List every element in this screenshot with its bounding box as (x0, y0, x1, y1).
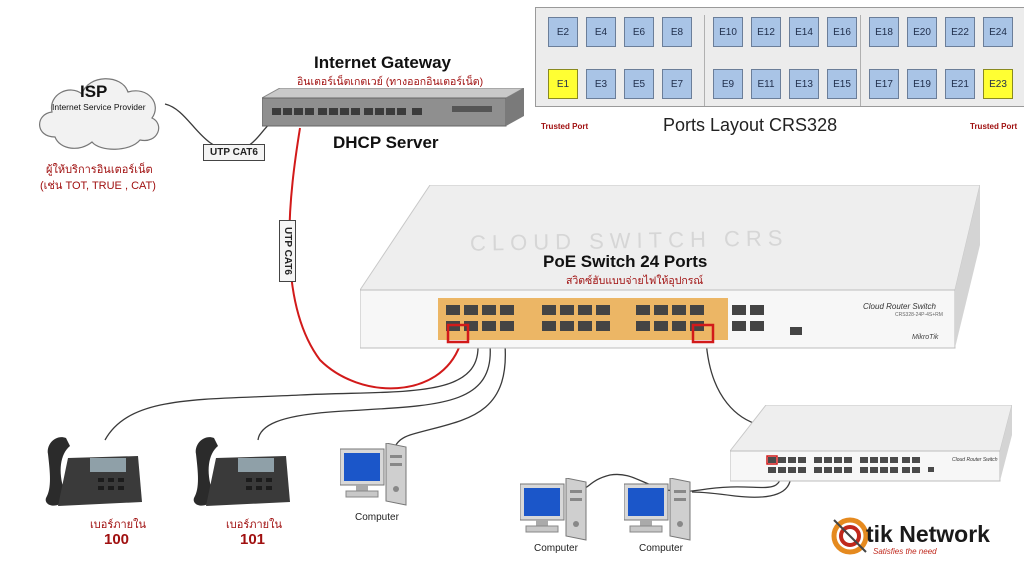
port-e17: E17 (869, 69, 899, 99)
poe-switch-icon (360, 185, 980, 349)
port-e12: E12 (751, 17, 781, 47)
logo-text: tik Network (866, 521, 990, 547)
switch-model-code: CRS328-24P-4S+RM (895, 312, 943, 318)
computer-2-icon (520, 478, 587, 541)
port-e7: E7 (662, 69, 692, 99)
port-e4: E4 (586, 17, 616, 47)
gateway-to-switch-cable (288, 127, 461, 390)
phone-100-number: 100 (104, 531, 130, 548)
computer-2-label: Computer (534, 543, 578, 554)
gateway-router-icon (262, 88, 524, 127)
trusted-port-label-left: Trusted Port (541, 122, 589, 131)
phone-100-cable (104, 344, 479, 441)
phone-101-number: 101 (240, 531, 266, 548)
port-group-3: E18 E20 E22 E24 E17 E19 E21 E23 (860, 15, 1019, 106)
port-e24: E24 (983, 17, 1013, 47)
computer-3-label: Computer (639, 543, 683, 554)
switch-model-label: Cloud Router Switch (863, 302, 936, 311)
port-e13: E13 (789, 69, 819, 99)
isp-examples: (เช่น TOT, TRUE , CAT) (40, 180, 156, 192)
port-e2: E2 (548, 17, 578, 47)
port-group-2: E10 E12 E14 E16 E9 E11 E13 E15 (704, 15, 863, 106)
port-group-1: E2 E4 E6 E8 E1 E3 E5 E7 (544, 15, 702, 106)
computer-3-cable (691, 469, 792, 498)
access-switch-model: Cloud Router Switch (952, 457, 998, 463)
port-e20: E20 (907, 17, 937, 47)
switch-brand: MikroTik (912, 334, 939, 341)
gateway-title: Internet Gateway (314, 53, 451, 72)
port-e23: E23 (983, 69, 1013, 99)
ip-phone-100-icon (45, 437, 142, 506)
computer-1-icon (340, 443, 407, 506)
port-e6: E6 (624, 17, 654, 47)
switch-thai-label: สวิตซ์ฮับแบบจ่ายไฟให้อุปกรณ์ (566, 275, 704, 287)
switch-title: PoE Switch 24 Ports (543, 252, 708, 271)
access-switch-icon (730, 405, 1012, 482)
port-e21: E21 (945, 69, 975, 99)
port-e14: E14 (789, 17, 819, 47)
port-e10: E10 (713, 17, 743, 47)
gateway-role: DHCP Server (333, 133, 439, 152)
isp-title: ISP (80, 82, 108, 101)
computer-1-label: Computer (355, 512, 399, 523)
port-e8: E8 (662, 17, 692, 47)
port-e3: E3 (586, 69, 616, 99)
isp-subtitle: Internet Service Provider (52, 102, 146, 112)
port-e5: E5 (624, 69, 654, 99)
port-e19: E19 (907, 69, 937, 99)
ports-layout-title: Ports Layout CRS328 (663, 115, 838, 135)
gateway-thai-label: อินเตอร์เน็ตเกตเวย์ (ทางออกอินเตอร์เน็ต) (297, 76, 484, 88)
trusted-port-label-right: Trusted Port (970, 122, 1018, 131)
ip-phone-101-icon (193, 437, 290, 506)
logo-tagline: Satisfies the need (873, 547, 937, 556)
phone-101-label: เบอร์ภายใน (226, 519, 283, 531)
phone-100-label: เบอร์ภายใน (90, 519, 147, 531)
isp-cable-label: UTP CAT6 (203, 144, 265, 161)
port-e18: E18 (869, 17, 899, 47)
port-e9: E9 (713, 69, 743, 99)
isp-cloud-icon (39, 78, 160, 150)
isp-thai-label: ผู้ให้บริการอินเตอร์เน็ต (46, 164, 153, 176)
port-e15: E15 (827, 69, 857, 99)
computer-3-icon (624, 478, 691, 541)
port-e1: E1 (548, 69, 578, 99)
otik-logo-icon (831, 517, 869, 555)
gateway-cable-label: UTP CAT6 (279, 220, 296, 282)
phone-101-cable (257, 344, 491, 441)
port-e16: E16 (827, 17, 857, 47)
port-e11: E11 (751, 69, 781, 99)
port-e22: E22 (945, 17, 975, 47)
ports-layout-panel: E2 E4 E6 E8 E1 E3 E5 E7 E10 E12 E14 E16 … (535, 7, 1024, 107)
